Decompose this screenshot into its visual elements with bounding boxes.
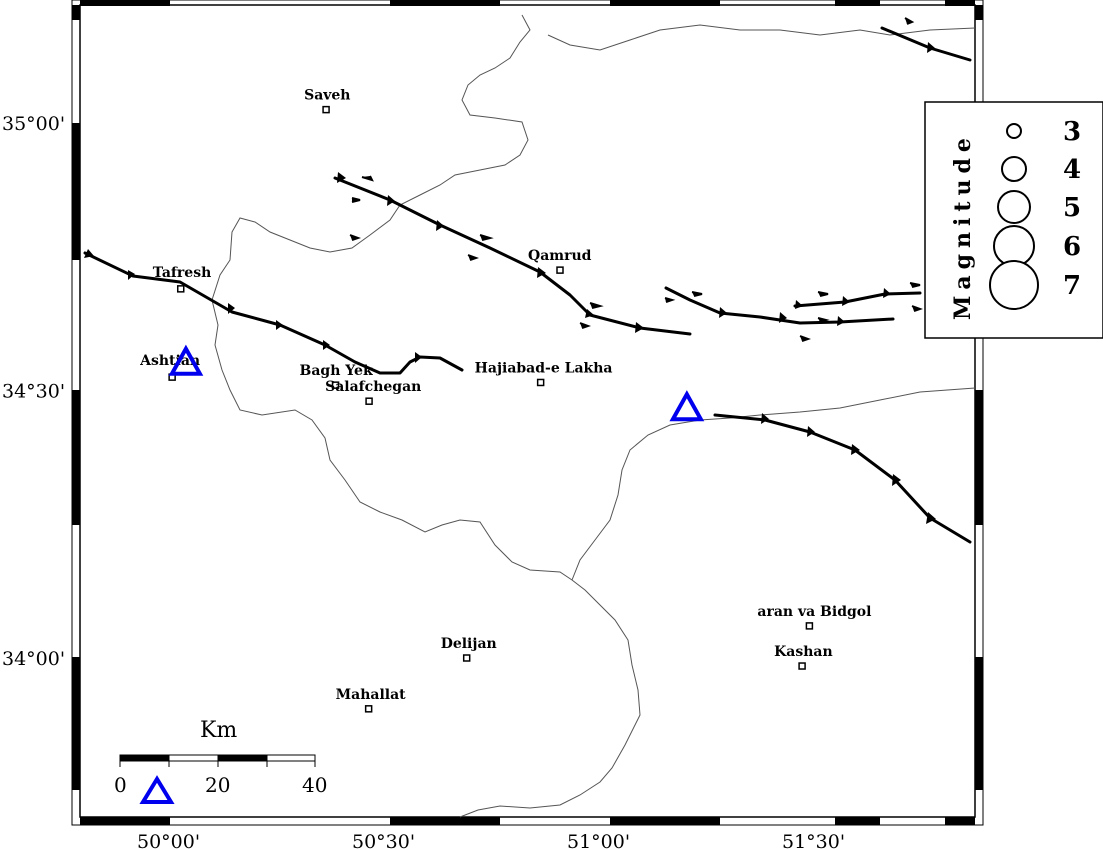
city-square-icon — [536, 378, 545, 387]
city-square-icon — [462, 654, 471, 662]
city-label: Mahallat — [336, 687, 407, 703]
legend-item-m6: 6 — [993, 225, 1081, 267]
strike-slip-arrows — [349, 17, 923, 342]
city-mahallat: Mahallat — [336, 687, 407, 713]
lat-tick-label: 34°30' — [2, 381, 65, 403]
station-triangle-icon — [669, 390, 705, 422]
legend-item-m4: 4 — [1001, 155, 1081, 185]
city-aran-va-bidgol: aran va Bidgol — [757, 604, 871, 630]
city-delijan: Delijan — [441, 636, 497, 662]
city-label: Salafchegan — [325, 379, 421, 395]
legend-title: Magnitude — [950, 132, 976, 320]
longitude-tick-labels: 50°00' 50°30' 51°00' 51°30' — [137, 831, 845, 849]
city-square-icon — [331, 381, 340, 389]
legend-item-m3: 3 — [1006, 117, 1081, 147]
city-qamrud: Qamrud — [528, 248, 592, 274]
station-triangle-icon — [168, 344, 204, 376]
lon-tick-label: 50°00' — [137, 831, 200, 849]
city-kashan: Kashan — [774, 644, 833, 670]
lat-tick-label: 34°00' — [2, 648, 65, 670]
magnitude-legend: Magnitude 3 4 5 6 7 — [924, 101, 1103, 339]
scale-label-0: 0 — [114, 773, 127, 797]
scale-bar-segment-3 — [218, 755, 267, 761]
legend-items: 3 4 5 6 7 — [989, 117, 1081, 310]
scale-bar-title: Km — [200, 718, 237, 743]
legend-magnitude-label: 5 — [1063, 193, 1081, 223]
city-square-icon — [365, 397, 373, 405]
latitude-tick-labels: 35°00' 34°30' 34°00' — [2, 113, 65, 670]
station-legend-triangle-icon — [139, 775, 175, 804]
magnitude-circle-icon — [989, 260, 1039, 310]
city-square-icon — [805, 622, 814, 630]
city-square-icon — [556, 266, 564, 274]
magnitude-circle-icon — [1001, 156, 1027, 182]
city-square-icon — [322, 105, 330, 114]
seismic-stations — [168, 344, 705, 422]
city-square-icon — [798, 662, 806, 670]
map-frame — [71, 0, 984, 826]
magnitude-circle-icon — [1006, 123, 1022, 139]
city-label: Delijan — [441, 636, 497, 652]
scale-bar-segment-1 — [120, 755, 169, 761]
city-label: Hajiabad-e Lakha — [475, 360, 613, 376]
magnitude-circle-icon — [997, 190, 1031, 224]
fault-qamrud-east — [793, 291, 922, 308]
legend-magnitude-label: 4 — [1063, 155, 1081, 185]
lon-tick-label: 51°00' — [567, 831, 630, 849]
city-bagh-yek: Bagh Yek — [300, 363, 373, 389]
province-borders — [211, 14, 976, 818]
legend-item-m7: 7 — [989, 260, 1081, 310]
legend-item-m5: 5 — [997, 190, 1081, 224]
city-label: Qamrud — [528, 248, 592, 264]
scale-label-20: 20 — [205, 773, 230, 797]
lat-tick-label: 35°00' — [2, 113, 65, 135]
city-square-icon — [364, 705, 373, 713]
city-hajiabad-e-lakha: Hajiabad-e Lakha — [475, 360, 613, 387]
scale-label-40: 40 — [302, 773, 327, 797]
city-saveh: Saveh — [304, 88, 350, 114]
lon-tick-label: 50°30' — [352, 831, 415, 849]
legend-magnitude-label: 7 — [1063, 271, 1081, 301]
city-label: Ashtian — [139, 353, 200, 369]
scale-bar: Km 0 20 40 — [114, 718, 327, 804]
city-salafchegan: Salafchegan — [325, 379, 421, 405]
city-square-icon — [176, 285, 185, 293]
legend-magnitude-label: 3 — [1063, 117, 1081, 147]
city-tafresh: Tafresh — [153, 265, 212, 293]
lon-tick-label: 51°30' — [782, 831, 845, 849]
thrust-barbs — [84, 42, 936, 524]
city-label: Tafresh — [153, 265, 212, 281]
legend-magnitude-label: 6 — [1063, 232, 1081, 262]
city-label: Bagh Yek — [300, 363, 373, 379]
city-label: Kashan — [774, 644, 833, 660]
city-label: Saveh — [304, 88, 350, 104]
city-label: aran va Bidgol — [757, 604, 871, 620]
